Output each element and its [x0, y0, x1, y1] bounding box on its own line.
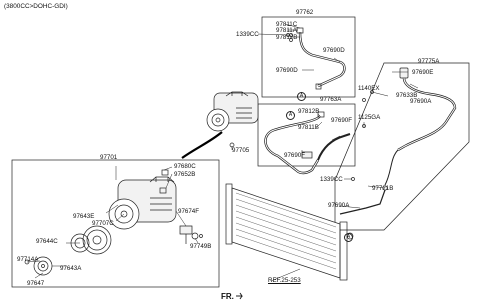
- engine-spec-label: (3800CC>DOHC-GDI): [4, 3, 68, 10]
- callout-97721b: 97721B: [372, 185, 394, 192]
- callout-97690e: 97690E: [412, 69, 434, 76]
- callout-97690d-a: 97690D: [323, 47, 345, 54]
- callout-97652b: 97652B: [174, 171, 196, 178]
- callout-97647: 97647: [27, 280, 45, 287]
- condenser: [225, 183, 354, 281]
- callout-1125ga: 1125GA: [358, 114, 381, 121]
- callout-97811b: 97811B: [298, 124, 319, 131]
- compressor-detail: [108, 169, 177, 230]
- front-direction-label: FR.: [221, 292, 234, 301]
- callout-97690f-b: 97690F: [284, 152, 305, 159]
- callout-97811c: 97811C: [276, 21, 298, 28]
- callout-97690d-b: 97690D: [276, 67, 298, 74]
- callout-97680c: 97680C: [174, 163, 196, 170]
- hose-assembly-97775a-box: [334, 62, 470, 231]
- callout-97701: 97701: [100, 154, 118, 161]
- callout-97811a: 97811A: [276, 27, 297, 34]
- callout-97674f: 97674F: [178, 208, 199, 215]
- hose-assembly-97762-box: [261, 16, 356, 98]
- callout-97812b-mid: 97812B: [298, 108, 320, 115]
- view-marker-a-3: A: [344, 233, 353, 242]
- overview-leader-arrow: [181, 131, 223, 159]
- hose-97775a: [339, 67, 457, 215]
- callout-97762: 97762: [296, 9, 314, 16]
- callout-97775a: 97775A: [418, 58, 440, 65]
- callout-97812b-top: 97812B: [276, 34, 298, 41]
- reference-link[interactable]: REF.25-253: [268, 277, 301, 284]
- callout-97643a: 97643A: [60, 265, 82, 272]
- callout-1339cc-bot: 1339CC: [320, 176, 343, 183]
- view-marker-a-2: A: [286, 111, 295, 120]
- callout-97690f-a: 97690F: [331, 117, 352, 124]
- view-marker-a-1: A: [297, 92, 306, 101]
- leader-lines: [26, 23, 419, 282]
- callout-97644c: 97644C: [36, 238, 58, 245]
- callout-97643e: 97643E: [73, 213, 95, 220]
- callout-97633b: 97633B: [396, 92, 418, 99]
- hose-97763a: [264, 111, 351, 175]
- callout-97690a-bot: 97690A: [328, 202, 350, 209]
- compressor-overview: [206, 91, 259, 132]
- callout-1140ex: 1140EX: [358, 85, 380, 92]
- callout-97749b: 97749B: [190, 243, 212, 250]
- callout-97763a: 97763A: [320, 96, 342, 103]
- hose-assembly-97763a-box: [257, 103, 356, 167]
- callout-97690a-top: 97690A: [410, 98, 432, 105]
- callout-97705: 97705: [232, 147, 250, 154]
- front-direction-arrow: [236, 292, 243, 300]
- compressor-97701-box: [11, 159, 220, 288]
- callout-97707c: 97707C: [92, 220, 114, 227]
- callout-1339cc-top: 1339CC: [236, 31, 259, 38]
- callout-97714a: 97714A: [17, 256, 39, 263]
- sensor-parts: [179, 225, 203, 244]
